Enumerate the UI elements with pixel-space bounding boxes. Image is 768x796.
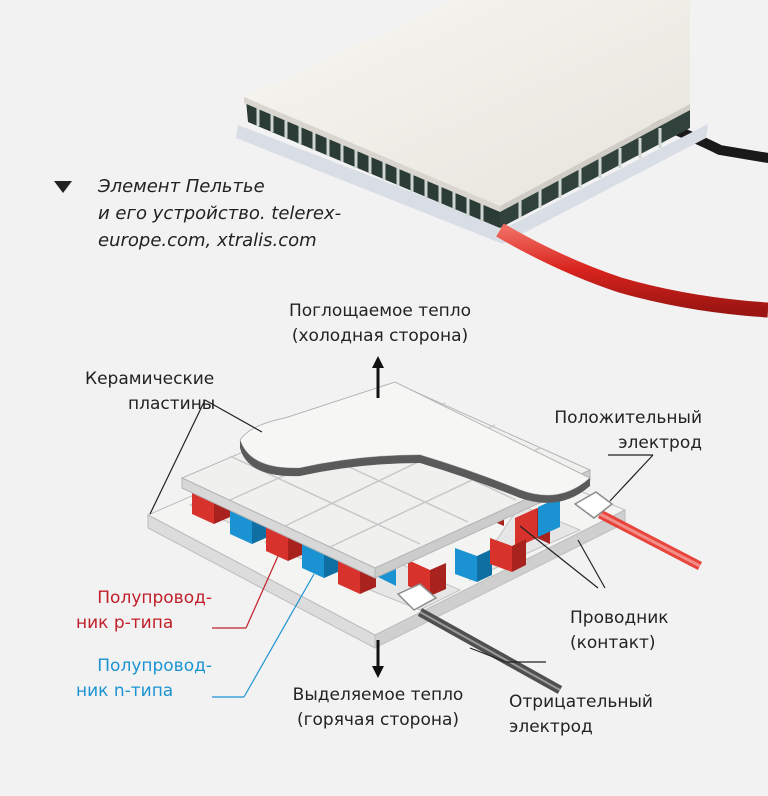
- conductor-line-1: Проводник: [570, 608, 669, 628]
- released-heat-label: Выделяемое тепло (горячая сторона): [268, 683, 488, 733]
- positive-electrode-line-2: электрод: [618, 433, 702, 453]
- released-heat-line-2: (горячая сторона): [296, 710, 460, 730]
- n-type-line-1: Полупровод-: [97, 656, 212, 676]
- heat-down-arrow-icon: [372, 640, 384, 678]
- positive-electrode-line-1: Положительный: [554, 408, 702, 428]
- caption-line-2: и его устройство. telerex-: [98, 203, 342, 224]
- n-type-label: Полупровод- ник n-типа: [40, 654, 212, 704]
- absorbed-heat-label: Поглощаемое тепло (холодная сторона): [265, 299, 495, 349]
- caption-line-1: Элемент Пельтье: [98, 176, 265, 197]
- negative-electrode-line-1: Отрицательный: [509, 692, 653, 712]
- negative-electrode-line-2: электрод: [509, 717, 593, 737]
- heat-up-arrow-icon: [372, 356, 384, 398]
- caption-line-3: europe.com, xtralis.com: [98, 230, 317, 251]
- ceramic-plates-line-2: пластины: [128, 394, 216, 414]
- negative-electrode-label: Отрицательный электрод: [509, 690, 653, 740]
- ceramic-plates-line-1: Керамические: [85, 369, 215, 389]
- released-heat-line-1: Выделяемое тепло: [292, 685, 464, 705]
- p-type-label: Полупровод- ник p-типа: [40, 586, 212, 636]
- caption-triangle-icon: [54, 181, 72, 193]
- absorbed-heat-line-2: (холодная сторона): [291, 326, 469, 346]
- absorbed-heat-line-1: Поглощаемое тепло: [288, 301, 472, 321]
- positive-electrode-label: Положительный электрод: [510, 406, 702, 456]
- figure-caption: Элемент Пельтье и его устройство. telere…: [98, 173, 388, 254]
- conductor-label: Проводник (контакт): [570, 606, 669, 656]
- p-type-line-2: ник p-типа: [76, 613, 174, 633]
- conductor-line-2: (контакт): [570, 633, 656, 653]
- n-type-line-2: ник n-типа: [76, 681, 174, 701]
- p-type-line-1: Полупровод-: [97, 588, 212, 608]
- ceramic-plates-label: Керамические пластины: [85, 367, 215, 417]
